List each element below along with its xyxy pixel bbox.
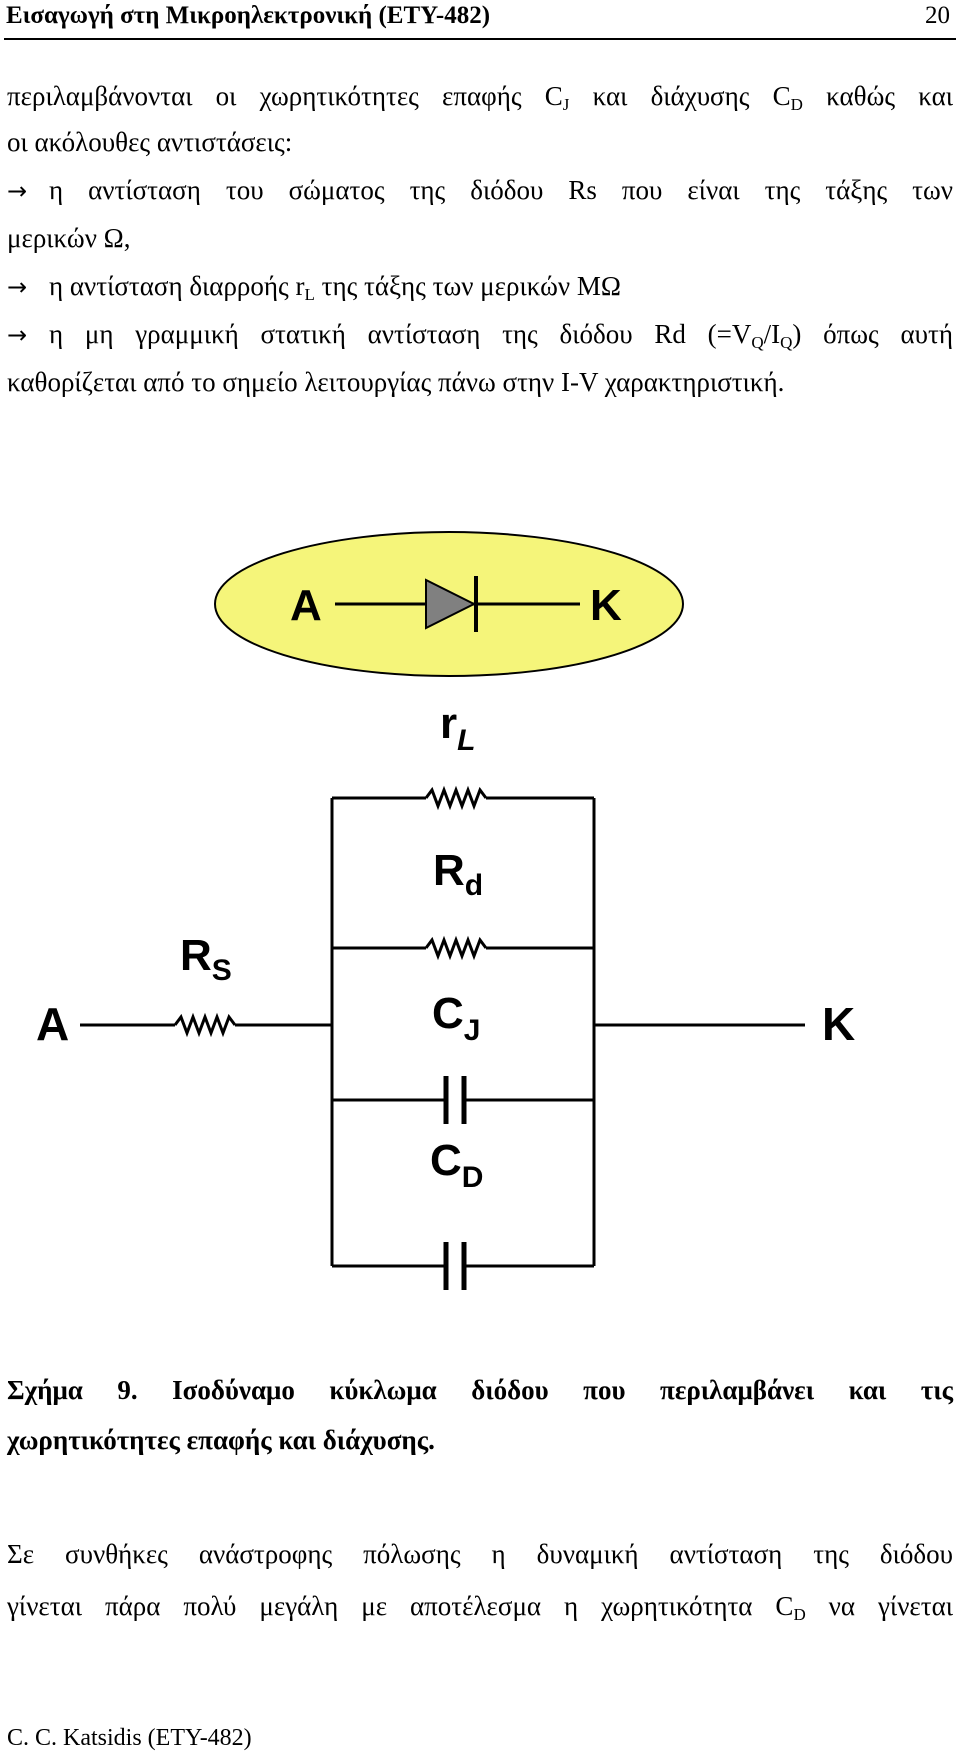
arrow-icon: → [7, 177, 28, 205]
paragraph-line: γίνεται πάρα πολύ μεγάλη με αποτέλεσμα η… [7, 1590, 953, 1624]
rd-sub: d [465, 869, 483, 902]
arrow-icon: → [7, 321, 28, 349]
rl-sub: L [457, 724, 475, 757]
rl-resistor [424, 785, 488, 811]
diode-triangle [425, 578, 477, 630]
arrow-icon: → [7, 273, 28, 301]
bullet-continuation: καθορίζεται από το σημείο λειτουργίας πά… [7, 367, 785, 397]
diode-cathode-label: K [590, 581, 622, 630]
cd-label: CD [430, 1136, 483, 1194]
cj-sub: J [464, 1014, 481, 1047]
caption-label: Σχήμα 9. [7, 1375, 138, 1405]
page-footer: C. C. Katsidis (ΕΤΥ-482) [7, 1725, 252, 1751]
rs-label: RS [180, 931, 232, 987]
paragraph-line: περιλαμβάνονται οι χωρητικότητες επαφής … [7, 80, 953, 114]
text-run: γίνεται πάρα πολύ μεγάλη με αποτέλεσμα η… [7, 1591, 794, 1621]
text-run: της τάξης των μερικών ΜΩ [314, 271, 621, 301]
text-run: /I [763, 319, 781, 349]
node-a-label: A [36, 998, 69, 1050]
circuit-diagram: A K rL Rd RS CJ CD A K [36, 531, 855, 1290]
header-title: Εισαγωγή στη Μικροηλεκτρονική (ΕΤΥ-482) [6, 2, 491, 29]
rl-main: r [440, 699, 457, 748]
equivalent-circuit-figure: A K rL Rd RS CJ CD A K [0, 520, 960, 1325]
rl-label: rL [440, 699, 475, 757]
text-run: η αντίσταση διαρροής r [49, 271, 305, 301]
rd-resistor [424, 935, 488, 961]
rs-sub: S [212, 954, 232, 987]
text-run: ) όπως αυτή [792, 319, 953, 349]
page-header: Εισαγωγή στη Μικροηλεκτρονική (ΕΤΥ-482) … [4, 0, 956, 40]
rs-main: R [180, 931, 212, 980]
subscript: J [562, 95, 570, 114]
bullet-item: → η αντίσταση του σώματος της διόδου Rs π… [7, 174, 953, 207]
bullet-item: → η μη γραμμική στατική αντίσταση της διό… [7, 318, 953, 351]
bullet-item: → η αντίσταση διαρροής rL της τάξης των μ… [7, 270, 621, 303]
page-number: 20 [925, 2, 950, 29]
text-run: καθώς και [802, 81, 953, 111]
caption-text: Ισοδύναμο κύκλωμα διόδου που περιλαμβάνε… [172, 1375, 953, 1405]
bullet-continuation: μερικών Ω, [7, 223, 131, 253]
subscript: L [304, 285, 315, 304]
cd-sub: D [462, 1161, 484, 1194]
text-run: η μη γραμμική στατική αντίσταση της διόδ… [49, 319, 752, 349]
subscript: D [793, 1605, 806, 1624]
node-k-label: K [822, 998, 855, 1050]
subscript: Q [780, 333, 793, 352]
rd-label: Rd [433, 846, 483, 902]
diode-anode-label: A [290, 581, 322, 630]
rd-main: R [433, 846, 465, 895]
paragraph-line: οι ακόλουθες αντιστάσεις: [7, 127, 293, 157]
paragraph-line: Σε συνθήκες ανάστροφης πόλωσης η δυναμικ… [7, 1539, 953, 1569]
text-run: η αντίσταση του σώματος της διόδου Rs πο… [49, 175, 953, 205]
figure-caption-line2: χωρητικότητες επαφής και διάχυσης. [7, 1425, 435, 1455]
cj-label: CJ [432, 989, 480, 1047]
subscript: Q [751, 333, 764, 352]
text-run: να γίνεται [805, 1591, 953, 1621]
text-run: και διάχυσης C [569, 81, 791, 111]
cj-main: C [432, 989, 464, 1038]
cd-main: C [430, 1136, 462, 1185]
subscript: D [790, 95, 803, 114]
figure-caption: Σχήμα 9. Ισοδύναμο κύκλωμα διόδου που πε… [7, 1374, 953, 1406]
text-run: περιλαμβάνονται οι χωρητικότητες επαφής … [7, 81, 563, 111]
rs-resistor [173, 1012, 237, 1038]
